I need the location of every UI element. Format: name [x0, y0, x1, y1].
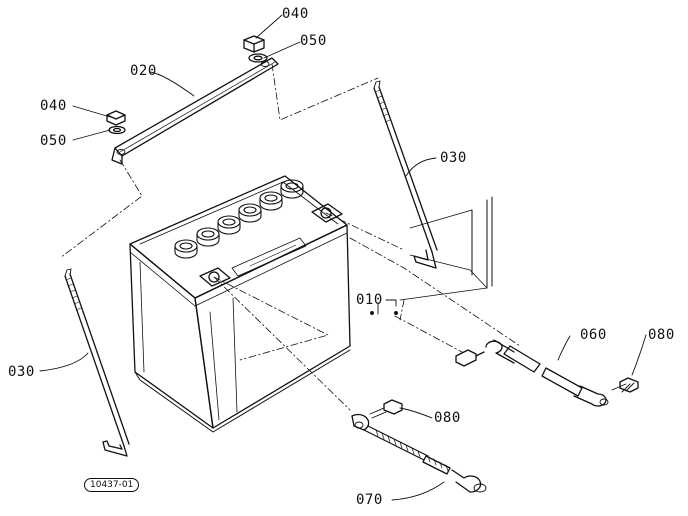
washer-050-top: [249, 54, 267, 62]
callout-030-left: 030: [8, 364, 35, 380]
battery-frame: [400, 197, 492, 300]
bolt-080-right: [612, 378, 638, 392]
cable-070: [352, 415, 486, 493]
callout-060: 060: [580, 327, 607, 343]
leader-lines: [40, 15, 646, 500]
washer-050-left: [109, 127, 125, 134]
nut-040-left: [107, 111, 125, 125]
callout-010: 010: [356, 292, 383, 308]
battery: [130, 176, 350, 432]
assembly-center-lines: [60, 64, 520, 410]
callout-070: 070: [356, 492, 383, 508]
hold-down-bracket: [112, 58, 278, 164]
nut-040-top: [244, 36, 264, 52]
callout-040-left: 040: [40, 98, 67, 114]
diagram-number: 10437-01: [84, 478, 140, 492]
bolt-080-bottom: [370, 400, 402, 418]
callout-040-top: 040: [282, 6, 309, 22]
callout-020: 020: [130, 63, 157, 79]
callout-030-right: 030: [440, 150, 467, 166]
callout-080-bottom: 080: [434, 410, 461, 426]
cable-060: [456, 340, 608, 406]
callout-050-top: 050: [300, 33, 327, 49]
j-bolt-left: [65, 269, 129, 456]
callout-050-left: 050: [40, 133, 67, 149]
callout-080-right: 080: [648, 327, 675, 343]
